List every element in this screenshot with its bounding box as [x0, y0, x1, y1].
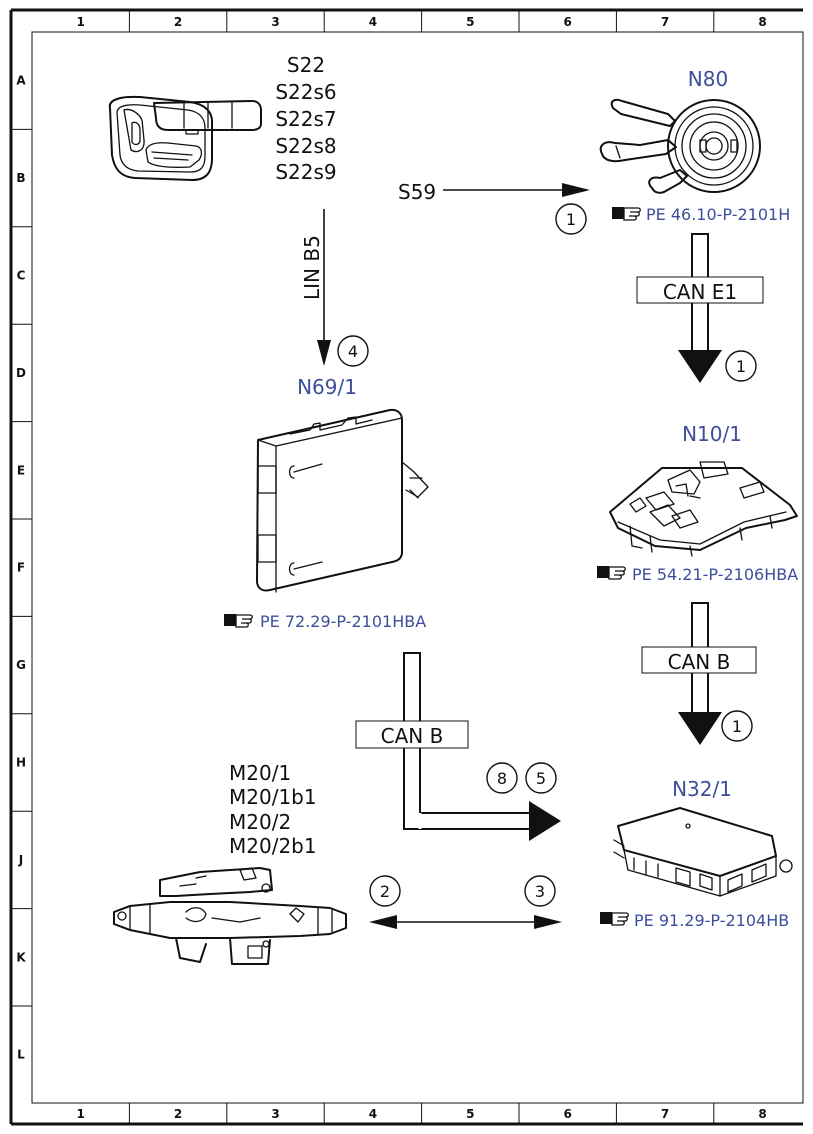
pointing-hand-icon [224, 614, 253, 628]
seat-switch-code: S22 [287, 53, 325, 77]
marker-can-e1: 1 [725, 350, 757, 382]
grid-column-label: 8 [758, 1107, 766, 1121]
marker-lin: 4 [337, 335, 369, 367]
can-b-left-label: CAN B [381, 724, 444, 748]
pointing-hand-icon [597, 566, 626, 580]
svg-text:4: 4 [348, 342, 358, 361]
sensor-module-code: N69/1 [297, 375, 357, 399]
grid-column-label: 8 [758, 15, 766, 29]
grid-row-label: G [16, 658, 26, 672]
steering-column-code: M20/1b1 [229, 785, 317, 809]
steering-switch-code: N80 [688, 67, 728, 91]
grid-row-label: H [16, 756, 26, 770]
grid-column-label: 3 [271, 1107, 279, 1121]
grid-row-label: E [17, 463, 25, 477]
grid-column-label: 6 [564, 15, 572, 29]
sam-module-drawing [609, 461, 798, 557]
steering-column-code: M20/1 [229, 761, 291, 785]
grid-column-label: 4 [369, 1107, 377, 1121]
grid-column-labels-top: 1 2 3 4 5 6 7 8 [77, 15, 767, 29]
seat-switch-code: S22s9 [275, 160, 336, 184]
grid-column-label: 5 [466, 1107, 474, 1121]
lin-b5-label: LIN B5 [300, 235, 324, 300]
steering-column-code: M20/2b1 [229, 834, 317, 858]
grid-row-labels: A B C D E F G H J K L [16, 74, 26, 1062]
svg-text:3: 3 [535, 882, 545, 901]
grid-row-label: F [17, 561, 25, 575]
grid-column-label: 4 [369, 15, 377, 29]
sensor-module-drawing [256, 408, 429, 593]
svg-text:1: 1 [566, 210, 576, 229]
seat-switch-code: S22s8 [275, 134, 336, 158]
svg-text:1: 1 [732, 717, 742, 736]
steering-column-drawing [113, 867, 347, 965]
grid-column-labels-bottom: 1 2 3 4 5 6 7 8 [77, 1107, 767, 1121]
can-e1-label: CAN E1 [663, 280, 737, 304]
grid-column-label: 3 [271, 15, 279, 29]
seat-switch-code: S22s7 [275, 107, 336, 131]
can-b-bus-arrow-right [641, 602, 757, 745]
marker-can-b-left-b: 5 [525, 762, 557, 794]
grid-column-label: 7 [661, 15, 669, 29]
svg-text:PE 91.29-P-2104HB: PE 91.29-P-2104HB [634, 911, 789, 930]
s59-label: S59 [398, 180, 436, 204]
marker-s59: 1 [555, 203, 587, 235]
grid-column-label: 5 [466, 15, 474, 29]
pointing-hand-icon [600, 912, 629, 926]
steering-column-switch-drawing [599, 98, 761, 194]
grid-column-label: 1 [77, 15, 85, 29]
grid-column-label: 1 [77, 1107, 85, 1121]
grid-row-label: D [16, 366, 26, 380]
svg-text:5: 5 [536, 769, 546, 788]
s59-arrow [443, 183, 590, 197]
pointing-hand-icon [612, 207, 641, 221]
can-e1-bus-arrow [636, 233, 764, 383]
grid-column-label: 6 [564, 1107, 572, 1121]
grid-row-label: A [16, 74, 26, 88]
can-b-right-label: CAN B [668, 650, 731, 674]
control-unit-drawing [613, 807, 793, 897]
svg-text:PE 54.21-P-2106HBA: PE 54.21-P-2106HBA [632, 565, 798, 584]
steering-switch-ref: PE 46.10-P-2101H [612, 205, 790, 224]
grid-row-label: B [16, 171, 25, 185]
sensor-module-ref: PE 72.29-P-2101HBA [224, 612, 426, 631]
lin-b5-arrow [317, 209, 331, 366]
control-unit-ref: PE 91.29-P-2104HB [600, 911, 789, 930]
grid-row-label: L [17, 1048, 25, 1062]
k-double-arrow [369, 915, 562, 929]
sam-module-ref: PE 54.21-P-2106HBA [597, 565, 798, 584]
can-b-bus-arrow-left [355, 652, 561, 841]
svg-text:2: 2 [380, 882, 390, 901]
grid-column-label: 7 [661, 1107, 669, 1121]
marker-k-right: 3 [524, 875, 556, 907]
seat-adjustment-switch-drawing [108, 95, 262, 181]
seat-switch-code: S22s6 [275, 80, 336, 104]
svg-text:PE 72.29-P-2101HBA: PE 72.29-P-2101HBA [260, 612, 426, 631]
grid-row-label: K [16, 950, 26, 964]
control-unit-code: N32/1 [672, 777, 732, 801]
steering-column-code: M20/2 [229, 810, 291, 834]
marker-can-b-left-a: 8 [486, 762, 518, 794]
grid-column-label: 2 [174, 15, 182, 29]
marker-can-b-right: 1 [721, 710, 753, 742]
marker-k-left: 2 [369, 875, 401, 907]
sam-module-code: N10/1 [682, 422, 742, 446]
grid-row-label: C [17, 269, 26, 283]
grid-column-label: 2 [174, 1107, 182, 1121]
svg-text:PE 46.10-P-2101H: PE 46.10-P-2101H [646, 205, 790, 224]
svg-text:8: 8 [497, 769, 507, 788]
grid-row-label: J [18, 853, 23, 867]
svg-text:1: 1 [736, 357, 746, 376]
